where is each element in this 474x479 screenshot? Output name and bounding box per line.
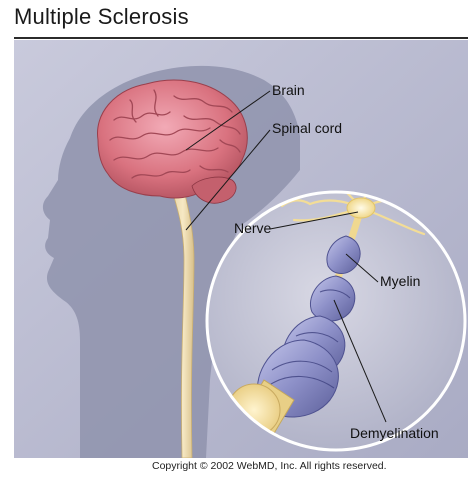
label-demyelination: Demyelination (350, 425, 439, 441)
label-spinal-cord: Spinal cord (272, 120, 342, 136)
label-brain: Brain (272, 82, 305, 98)
illustration: Brain Spinal cord Nerve Myelin Demyelina… (14, 40, 468, 458)
label-myelin: Myelin (380, 273, 420, 289)
title-underline (14, 37, 468, 39)
diagram-title: Multiple Sclerosis (14, 4, 189, 30)
label-nerve: Nerve (234, 220, 272, 236)
copyright-notice: Copyright © 2002 WebMD, Inc. All rights … (152, 460, 387, 472)
brain (97, 80, 247, 203)
